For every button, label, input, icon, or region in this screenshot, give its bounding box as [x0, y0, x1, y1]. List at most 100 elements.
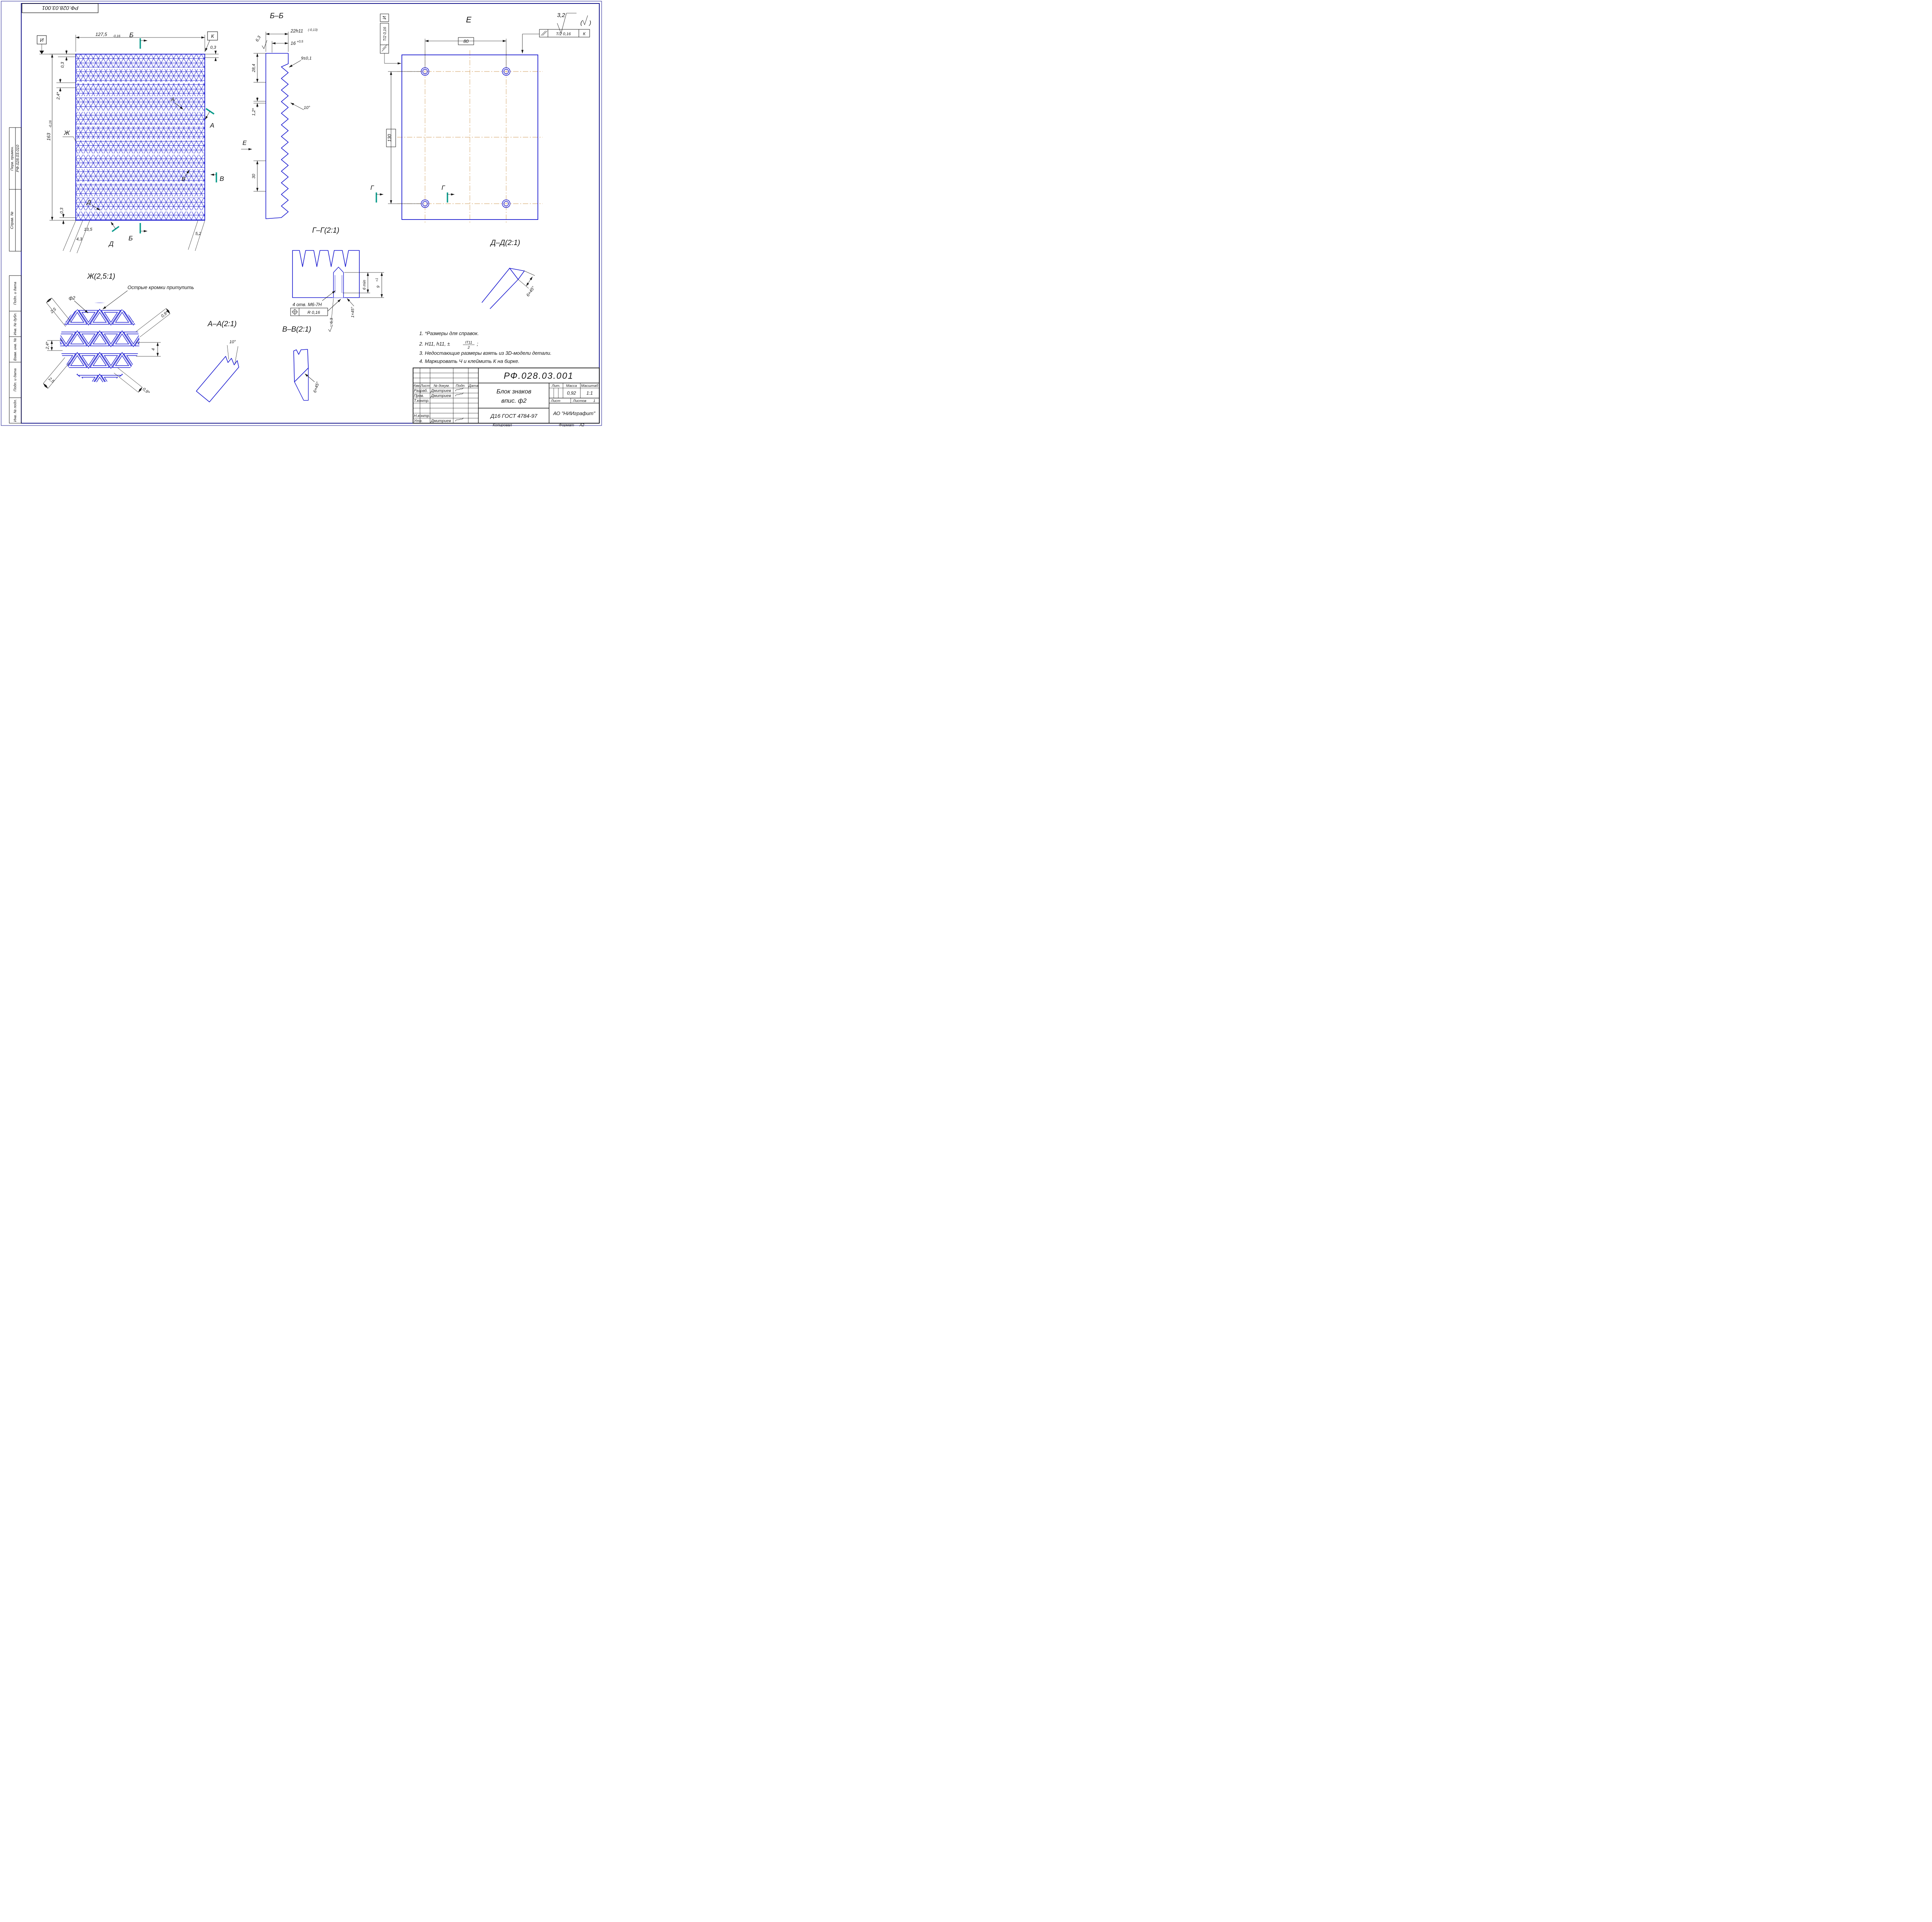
detail-zh: Ж(2,5:1) Острые кромки притупить ф2 2,5 … — [43, 272, 194, 395]
tol-r016: R 0,16 — [308, 310, 320, 315]
section-dd: Д–Д(2:1) 6×45° — [481, 239, 536, 309]
cut-d-label: Д — [108, 240, 114, 247]
cut-g-left-label: Г — [371, 185, 374, 191]
parallel-symbol-icon — [541, 31, 546, 36]
dim-25-bottom: 2,5 — [47, 376, 55, 384]
cut-b-top-label: Б — [129, 31, 133, 39]
tb-lit: Лит. — [551, 384, 560, 388]
cut-g-right-label: Г — [442, 185, 446, 191]
dim-10deg: 10° — [230, 340, 236, 344]
datum-triangle-icon — [39, 51, 44, 54]
dim-10deg: 10° — [304, 106, 310, 110]
tb-prov-name: Дмитриев — [430, 393, 451, 398]
tb-listov-value: 1 — [593, 399, 595, 403]
mount-holes — [421, 67, 510, 208]
parallel-symbol-icon — [381, 46, 387, 52]
cut-b-bottom-label: Б — [128, 235, 133, 242]
view-e: Е 80 130 И Т/2 0,16 Т/2 0,16 К Г Г — [371, 14, 590, 224]
tol-top-datum: К — [583, 32, 586, 36]
note-4: 4. Маркировать Ч и клеймить К на бирке. — [419, 358, 519, 364]
tb-col-list: Лист — [420, 384, 430, 388]
dim-24: 2,4* — [56, 92, 61, 100]
dim-52: 5,2 — [195, 232, 201, 236]
dim-130: 130 — [387, 134, 392, 142]
plate-outline — [75, 54, 205, 221]
dim-width: 127,5 — [95, 32, 107, 37]
dim-depth-tol: +1 — [375, 278, 379, 282]
datum-i-label: И — [382, 16, 387, 19]
tb-col-data: Дата — [468, 384, 478, 388]
stamp-podp1: Подп. и дата — [13, 282, 17, 305]
dim-22h11-tol: (-0,13) — [308, 28, 318, 32]
tb-tkontr: Т.контр. — [414, 399, 429, 403]
dim-03-bottom: 0,3 — [60, 207, 64, 213]
tb-utv-name: Дмитриев — [430, 419, 451, 423]
format-value: А2 — [579, 423, 585, 427]
stamp-perv-label: Перв. примен. — [10, 146, 14, 170]
note-2-numerator: IT11 — [465, 340, 472, 345]
tb-list: Лист — [551, 399, 561, 403]
dim-284: 28,4 — [252, 64, 256, 72]
tb-material: Д16 ГОСТ 4784-97 — [490, 413, 538, 419]
dim-63-roughness: 6,3 — [329, 318, 334, 324]
dim-depth: 9 — [376, 286, 381, 288]
section-aa: А–А(2:1) 10° — [196, 320, 239, 402]
plate-back-outline — [401, 54, 538, 220]
section-vv-body — [293, 349, 309, 382]
knurl-pattern — [76, 54, 205, 220]
stamp-inv-dubl: Инв. № дубл. — [13, 313, 17, 335]
stamp-vzam: Взам. инв. № — [13, 338, 17, 361]
detail-zh-label: Ж — [64, 130, 70, 136]
dim-9: 9±0,1 — [301, 56, 311, 61]
tb-col-izm: Изм. — [413, 384, 420, 388]
format-label: Формат — [559, 423, 574, 427]
section-gg-body — [292, 250, 360, 298]
general-roughness: 3,2 ( ) — [557, 12, 591, 34]
tb-utv: Утв. — [413, 419, 423, 423]
dim-width-tol: -0,16 — [113, 34, 121, 38]
section-dd-title: Д–Д(2:1) — [490, 239, 520, 247]
cut-v-label: В — [219, 175, 224, 182]
stamp-inv-podl: Инв. № подл. — [13, 399, 17, 422]
dim-thread: 6 min — [362, 280, 367, 290]
paren-open: ( — [580, 20, 583, 26]
dim-43: 4,3 — [76, 237, 82, 242]
note-2-denominator: 2 — [467, 346, 470, 350]
note-2-suffix: ; — [477, 341, 478, 347]
main-view: И 127,5 -0,16 Б Б К 0,3 0,3 2,4* 163 -0,… — [37, 31, 224, 254]
hole-note: 4 отв. М6-7Н — [293, 302, 322, 307]
dim-4: 4 — [151, 348, 156, 351]
tb-scale: Масштаб — [581, 384, 599, 388]
note-1: 1. *Размеры для справок. — [419, 330, 479, 336]
tb-listov: Листов — [573, 399, 587, 403]
section-bb-body — [265, 53, 289, 219]
dim-22h11: 22h11 — [290, 28, 303, 34]
dim-09-bottom: 0,9* — [141, 387, 150, 395]
stamp-perv-value: РФ.028.03.010 — [15, 145, 20, 172]
section-vv-title: В–В(2:1) — [282, 325, 311, 334]
top-code-inverted: РФ.028.03.001 — [42, 5, 78, 11]
sheet-frame: РФ.028.03.001 — [1, 1, 602, 426]
signatures — [455, 387, 464, 422]
dim-30: 30 — [252, 174, 256, 179]
section-gg: Г–Г(2:1) 4 отв. М6-7Н R 0,16 9 +1 6 min … — [290, 226, 384, 332]
arrow-v-label: В — [182, 176, 185, 182]
tb-razrab: Разраб. — [414, 388, 428, 393]
dim-f2: ф2 — [69, 295, 75, 301]
dim-09-top: 0,9* — [160, 310, 169, 318]
tb-col-podp: Подп. — [456, 384, 465, 388]
stamp-podp2: Подп. и дата — [13, 368, 17, 391]
note-3: 3. Недостающие размеры взять из 3D-модел… — [419, 350, 551, 356]
dim-16: 16 — [291, 41, 296, 46]
dim-height-tol: -0,16 — [48, 120, 52, 128]
tb-razrab-name: Дмитриев — [430, 388, 451, 393]
tb-mass: Масса — [566, 384, 577, 388]
margin-stamps: Перв. примен. РФ.028.03.010 Справ. № Под… — [9, 127, 22, 424]
tb-name-line2: впис. ф2 — [501, 398, 526, 404]
dim-16-tol: +0,5 — [297, 39, 303, 43]
dim-63-roughness: 6,3 — [255, 35, 262, 43]
tb-name-line1: Блок знаков — [497, 388, 531, 395]
roughness-value: 3,2 — [557, 12, 566, 19]
title-block: Изм. Лист № докум. Подп. Дата Разраб. Дм… — [413, 368, 600, 424]
dim-height: 163 — [46, 133, 51, 141]
